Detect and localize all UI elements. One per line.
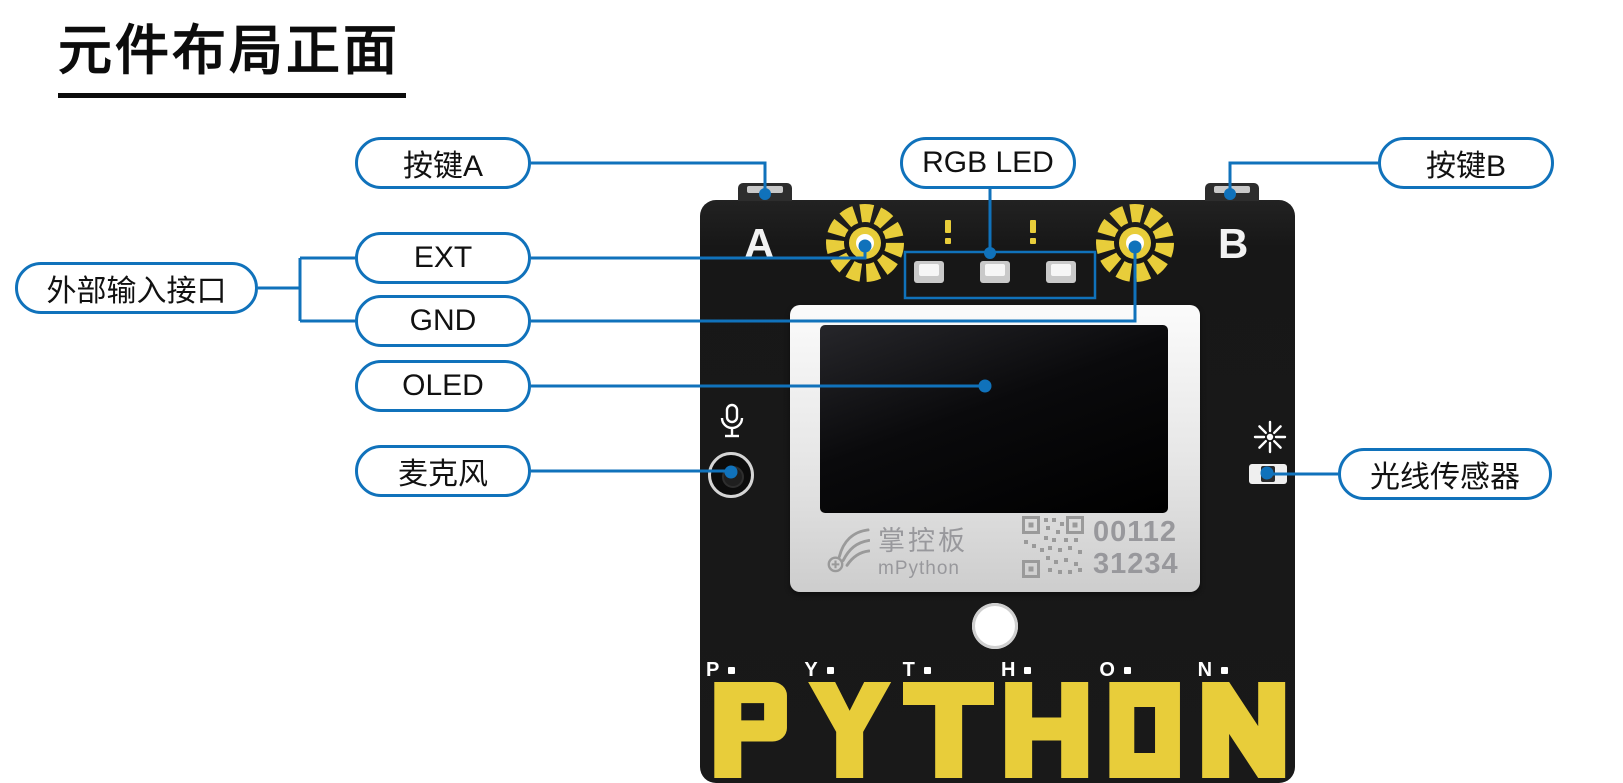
light-sensor-chip — [1261, 466, 1275, 482]
rgb-led-1-lens — [919, 264, 939, 276]
serial-line-1: 00112 — [1093, 516, 1178, 548]
touch-key-dot — [826, 666, 834, 674]
touch-key-y: Y — [804, 658, 895, 778]
callout-microphone: 麦克风 — [355, 445, 531, 497]
mpython-logo-icon — [827, 527, 870, 572]
touch-key-label: P — [706, 658, 721, 681]
callout-rgb-led: RGB LED — [900, 137, 1076, 189]
ext-touch-pad — [826, 204, 904, 282]
rgb-led-1 — [914, 261, 944, 283]
mpython-board: A B 掌控板 mPython — [700, 183, 1295, 783]
gold-pad-mark — [1030, 220, 1036, 244]
oled-module: 掌控板 mPython 00112 — [790, 305, 1200, 592]
rgb-led-2-lens — [985, 264, 1005, 276]
touch-pad-letter-y — [808, 682, 892, 778]
touch-key-label: T — [902, 658, 916, 681]
board-label-b: B — [1218, 220, 1249, 267]
serial-line-2: 31234 — [1093, 547, 1179, 580]
touch-key-dot — [923, 666, 931, 674]
touch-key-o: O — [1099, 658, 1190, 778]
touch-key-dot — [1221, 666, 1229, 674]
touch-key-t: T — [902, 658, 994, 778]
rgb-led-2 — [980, 261, 1010, 283]
callout-oled: OLED — [355, 360, 531, 412]
button-b — [1205, 183, 1259, 201]
touch-key-dot — [728, 666, 736, 674]
python-touch-keys: P Y T H O — [706, 658, 1289, 778]
brand-name-cn: 掌控板 — [878, 526, 968, 556]
callout-gnd: GND — [355, 295, 531, 347]
button-a-cap — [747, 186, 783, 193]
touch-key-p: P — [706, 658, 797, 778]
touch-pad-letter-n — [1201, 682, 1285, 778]
microphone-icon — [720, 403, 744, 438]
microphone — [708, 452, 754, 498]
callout-button-b: 按键B — [1378, 137, 1554, 189]
qr-code — [1022, 516, 1084, 578]
brand-name-en: mPython — [878, 558, 960, 579]
rgb-led-3-lens — [1051, 264, 1071, 276]
callout-button-a: 按键A — [355, 137, 531, 189]
touch-key-h: H — [1001, 658, 1092, 778]
callout-light-sensor: 光线传感器 — [1338, 448, 1552, 500]
page-title: 元件布局正面 — [58, 6, 406, 98]
light-rays-icon — [1253, 420, 1287, 454]
touch-key-label: N — [1197, 658, 1214, 681]
touch-key-label: O — [1099, 658, 1116, 681]
button-b-cap — [1214, 186, 1250, 193]
touch-key-dot — [1024, 666, 1032, 674]
touch-pad-letter-p — [714, 682, 787, 778]
touch-key-n: N — [1198, 658, 1289, 778]
touch-pad-letter-h — [1005, 682, 1089, 778]
board-label-a: A — [744, 220, 775, 267]
callout-external-input: 外部输入接口 — [15, 262, 258, 314]
brand-logo: 掌控板 mPython — [824, 519, 968, 580]
rgb-led-3 — [1046, 261, 1076, 283]
touch-key-label: H — [1000, 658, 1017, 681]
touch-key-dot — [1123, 666, 1131, 674]
touch-pad-letter-t — [902, 682, 994, 778]
gnd-touch-pad — [1096, 204, 1174, 282]
mounting-hole — [972, 603, 1018, 649]
line-button-a — [531, 161, 767, 194]
gold-pad-mark — [945, 220, 951, 244]
light-sensor — [1249, 464, 1287, 484]
serial-number: 00112 31234 — [1093, 516, 1179, 581]
callout-ext: EXT — [355, 232, 531, 284]
button-a — [738, 183, 792, 201]
touch-key-label: Y — [804, 658, 819, 681]
oled-screen — [820, 325, 1168, 513]
touch-pad-letter-o — [1109, 682, 1181, 778]
microphone-port — [722, 466, 744, 488]
